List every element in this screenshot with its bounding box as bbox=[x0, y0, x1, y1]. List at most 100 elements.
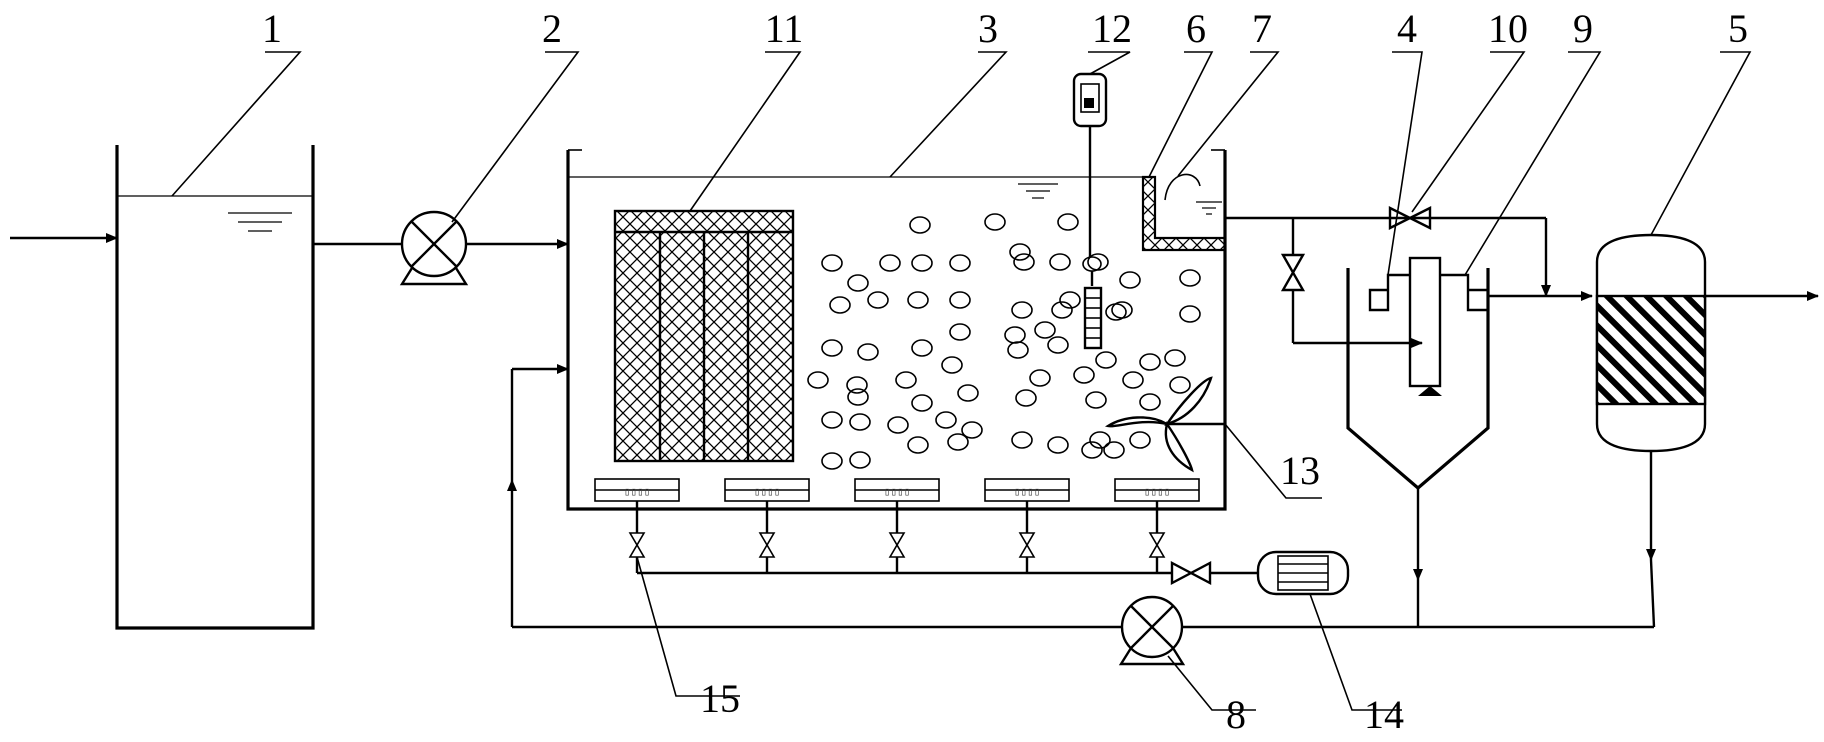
carrier-particle bbox=[1049, 253, 1071, 271]
carrier-particle bbox=[821, 339, 843, 357]
carrier-particle bbox=[1085, 391, 1107, 409]
carrier-particle bbox=[821, 411, 843, 429]
carrier-particle bbox=[829, 296, 851, 314]
carrier-particle bbox=[1179, 305, 1201, 323]
carrier-particle bbox=[807, 371, 829, 389]
feed-tank bbox=[10, 145, 315, 630]
carrier-particle bbox=[1073, 366, 1095, 384]
carrier-particle bbox=[1029, 369, 1051, 387]
aerator-pad: ▯▯▯▯ bbox=[984, 478, 1070, 573]
callout-11: 11 bbox=[689, 6, 804, 212]
carrier-particle bbox=[1015, 389, 1037, 407]
callout-4: 4 bbox=[1387, 6, 1423, 276]
carrier-particle bbox=[911, 254, 933, 272]
settling-tank bbox=[1225, 206, 1593, 627]
carrier-particle bbox=[947, 433, 969, 451]
carrier-particle bbox=[847, 388, 869, 406]
leader-line bbox=[1309, 593, 1402, 711]
carrier-particle bbox=[1095, 351, 1117, 369]
carrier-particle bbox=[941, 356, 963, 374]
aerator-pad: ▯▯▯▯ bbox=[594, 478, 680, 573]
carrier-particle bbox=[949, 291, 971, 309]
suspended-carriers bbox=[807, 213, 1201, 470]
aerator-pad: ▯▯▯▯ bbox=[854, 478, 940, 573]
callout-2: 2 bbox=[451, 6, 580, 223]
leader-line bbox=[689, 51, 802, 212]
carrier-particle bbox=[1164, 349, 1186, 367]
callout-number: 4 bbox=[1397, 6, 1417, 51]
callout-number: 6 bbox=[1186, 6, 1206, 51]
leader-line bbox=[1411, 51, 1526, 213]
aerator-pad-label: ▯▯▯▯ bbox=[1014, 485, 1041, 498]
carrier-particle bbox=[984, 213, 1006, 231]
leader-line bbox=[1224, 423, 1322, 499]
callout-number: 14 bbox=[1364, 692, 1404, 737]
carrier-particle bbox=[1129, 431, 1151, 449]
callout-5: 5 bbox=[1650, 6, 1752, 236]
air-valve bbox=[1148, 532, 1166, 558]
carrier-particle bbox=[857, 343, 879, 361]
carrier-particle bbox=[909, 216, 931, 234]
air-valve bbox=[628, 532, 646, 558]
carrier-particle bbox=[887, 416, 909, 434]
air-valve bbox=[758, 532, 776, 558]
carrier-particle bbox=[1169, 376, 1191, 394]
callout-number: 1 bbox=[262, 6, 282, 51]
callout-3: 3 bbox=[889, 6, 1008, 178]
callout-number: 9 bbox=[1573, 6, 1593, 51]
callout-number: 15 bbox=[700, 676, 740, 721]
carrier-particle bbox=[907, 436, 929, 454]
callout-number: 10 bbox=[1488, 6, 1528, 51]
carrier-particle bbox=[911, 339, 933, 357]
callout-13: 13 bbox=[1224, 423, 1322, 499]
carrier-particle bbox=[849, 413, 871, 431]
callout-number: 11 bbox=[765, 6, 804, 51]
carrier-particle bbox=[849, 451, 871, 469]
air-valve bbox=[888, 532, 906, 558]
leader-line bbox=[1387, 51, 1423, 276]
carrier-particle bbox=[1034, 321, 1056, 339]
carrier-particle bbox=[1047, 436, 1069, 454]
carrier-particle bbox=[957, 384, 979, 402]
callout-number: 2 bbox=[542, 6, 562, 51]
carrier-particle bbox=[907, 291, 929, 309]
aerator-pads: ▯▯▯▯▯▯▯▯▯▯▯▯▯▯▯▯▯▯▯▯ bbox=[594, 478, 1200, 573]
leader-line bbox=[1088, 51, 1131, 75]
carrier-particle bbox=[935, 411, 957, 429]
carrier-particle bbox=[846, 376, 868, 394]
carrier-particle bbox=[1011, 431, 1033, 449]
sludge-return-line bbox=[507, 369, 1654, 666]
callout-10: 10 bbox=[1411, 6, 1528, 213]
carrier-particle bbox=[821, 254, 843, 272]
carrier-particle bbox=[1013, 253, 1035, 271]
callout-12: 12 bbox=[1088, 6, 1132, 75]
leader-line bbox=[1148, 51, 1214, 178]
callout-6: 6 bbox=[1148, 6, 1214, 178]
carrier-particle bbox=[867, 291, 889, 309]
aerator-pad-label: ▯▯▯▯ bbox=[884, 485, 911, 498]
overflow-weir bbox=[1141, 173, 1227, 252]
callout-number: 5 bbox=[1728, 6, 1748, 51]
carrier-particle bbox=[961, 421, 983, 439]
carrier-particle bbox=[1139, 393, 1161, 411]
leader-line bbox=[1167, 655, 1256, 711]
aerator-pad: ▯▯▯▯ bbox=[1114, 478, 1200, 573]
carrier-particle bbox=[1179, 269, 1201, 287]
callout-number: 12 bbox=[1092, 6, 1132, 51]
carrier-particle bbox=[1059, 291, 1081, 309]
callout-15: 15 bbox=[636, 556, 740, 721]
callout-1: 1 bbox=[171, 6, 302, 197]
carrier-particle bbox=[1139, 353, 1161, 371]
callout-9: 9 bbox=[1464, 6, 1602, 276]
carrier-particle bbox=[949, 323, 971, 341]
sensor-probe bbox=[1072, 72, 1108, 350]
carrier-particle bbox=[879, 254, 901, 272]
callout-number: 8 bbox=[1226, 692, 1246, 737]
feed-pump bbox=[313, 210, 569, 286]
callout-number: 13 bbox=[1280, 448, 1320, 493]
filter-column bbox=[1595, 233, 1819, 628]
carrier-particle bbox=[1089, 431, 1111, 449]
